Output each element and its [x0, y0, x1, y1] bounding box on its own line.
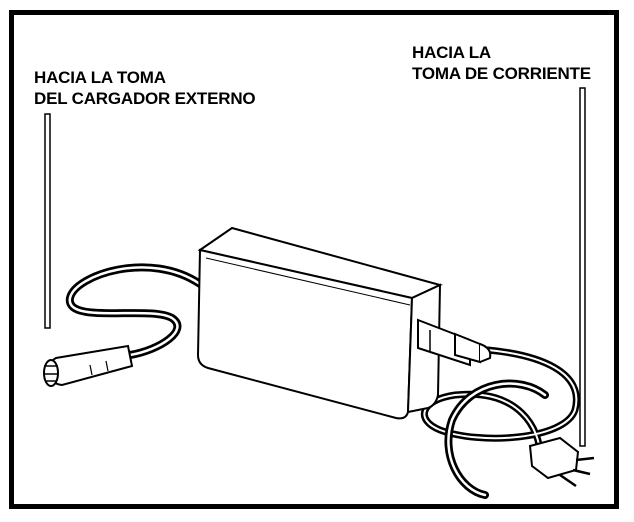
label-left-line2: DEL CARGADOR EXTERNO — [34, 89, 256, 108]
ac-cable — [420, 346, 580, 499]
label-power-outlet: HACIA LA TOMA DE CORRIENTE — [412, 42, 591, 84]
charger-box — [196, 226, 492, 420]
label-right-line2: TOMA DE CORRIENTE — [412, 64, 591, 83]
label-external-charger-socket: HACIA LA TOMA DEL CARGADOR EXTERNO — [34, 67, 256, 109]
label-left-line1: HACIA LA TOMA — [34, 68, 166, 87]
xlr-connector — [43, 344, 134, 387]
wall-plug — [528, 436, 595, 488]
label-right-line1: HACIA LA — [412, 43, 491, 62]
leader-line-left — [44, 113, 51, 329]
leader-line-right — [579, 87, 586, 447]
dc-cable — [66, 263, 204, 359]
